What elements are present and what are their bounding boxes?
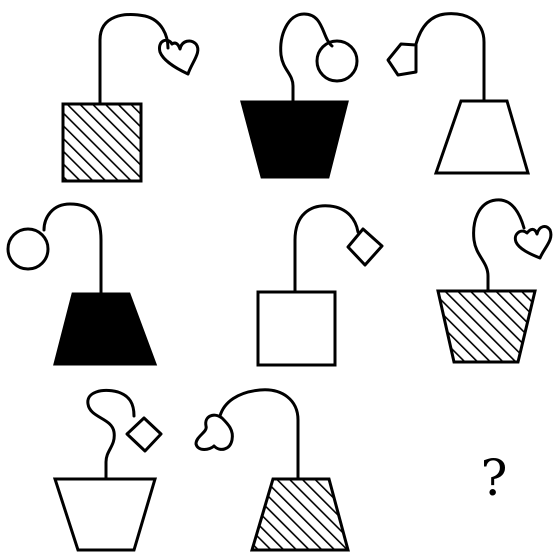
circle-tag-icon — [317, 41, 357, 81]
cup-body-solid — [242, 102, 347, 177]
figure-3 — [388, 14, 528, 173]
diamond-tag-icon — [348, 229, 382, 265]
diamond-tag-icon — [127, 418, 161, 451]
figure-4 — [8, 204, 155, 364]
circle-tag-icon — [8, 229, 48, 269]
string — [100, 15, 168, 104]
string — [416, 14, 484, 101]
square-body-hatched — [63, 104, 141, 181]
square-body-white — [258, 292, 335, 365]
figure-7 — [55, 391, 161, 551]
heart-tag-icon — [159, 40, 197, 74]
trapezoid-body-solid — [55, 294, 155, 364]
cup-body-white — [55, 479, 155, 550]
diamond-tag-icon — [388, 44, 416, 75]
trapezoid-body-hatched — [252, 479, 348, 550]
figure-1 — [63, 15, 198, 181]
trapezoid-body-white — [436, 101, 528, 173]
heart-tag-icon — [515, 227, 551, 258]
figure-5 — [258, 206, 382, 365]
cup-body-hatched — [438, 291, 535, 362]
figure-8 — [196, 390, 348, 550]
heart-tag-icon — [196, 415, 232, 449]
figure-2 — [242, 14, 357, 177]
string — [44, 204, 101, 294]
figure-6 — [438, 200, 551, 362]
string — [281, 14, 332, 102]
question-mark: ? — [481, 449, 508, 507]
